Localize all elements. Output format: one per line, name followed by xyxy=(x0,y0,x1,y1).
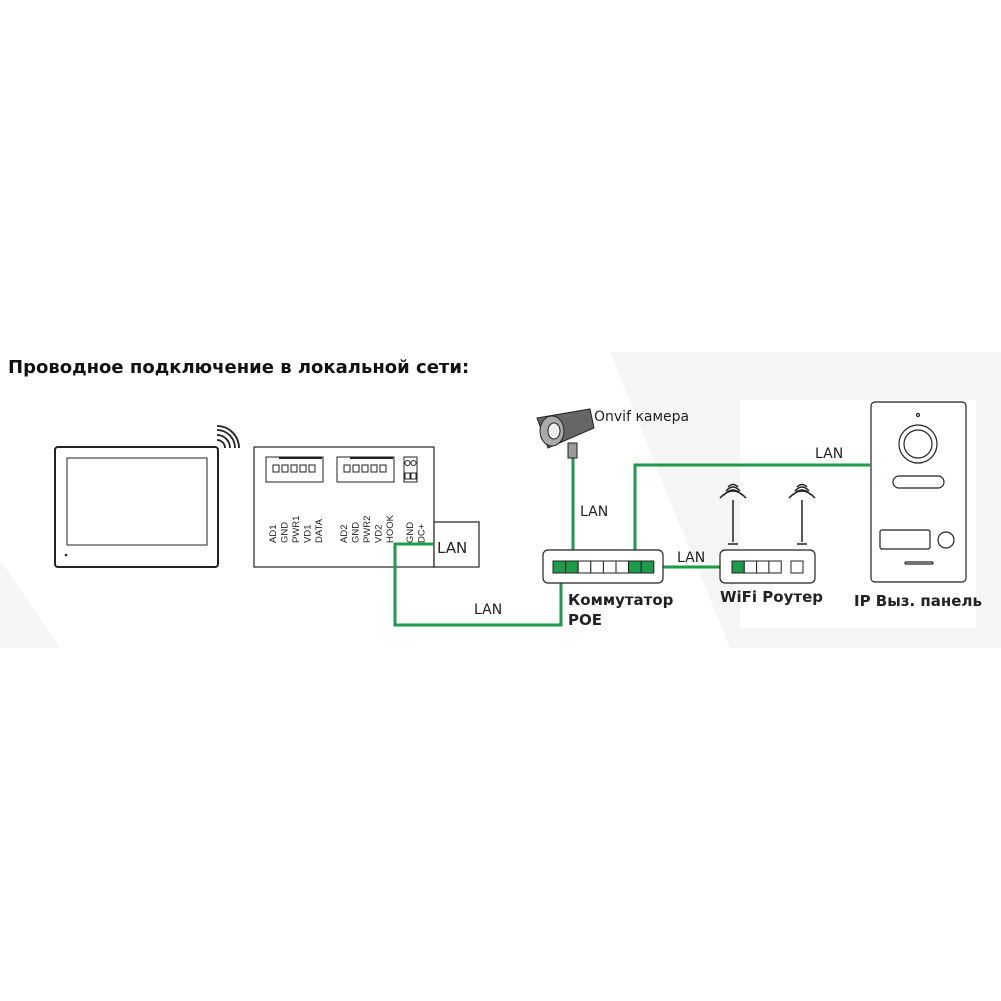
router-antennas xyxy=(719,483,816,545)
switch-port xyxy=(552,560,567,574)
cable-switch-panel xyxy=(633,463,870,567)
pin-label: PWR2 xyxy=(362,516,373,543)
pin-label: VD2 xyxy=(374,525,385,543)
switch-port xyxy=(577,560,592,574)
pin-square xyxy=(361,464,369,473)
switch-port xyxy=(590,560,604,574)
pin-square xyxy=(308,464,316,473)
pin-label: PWR1 xyxy=(291,516,302,543)
camera-label: Onvif камера xyxy=(594,409,689,425)
router-port xyxy=(756,560,770,574)
pin-label: AD1 xyxy=(268,525,279,543)
camera-icon xyxy=(536,408,595,459)
switch-port xyxy=(628,560,642,574)
panel-label: IP Выз. панель xyxy=(854,592,982,610)
wifi-icon xyxy=(216,425,240,449)
pin-square xyxy=(343,464,351,473)
pin-label: DATA xyxy=(314,518,325,543)
switch-port xyxy=(565,560,579,574)
pin-square xyxy=(379,464,387,473)
pin-label: VD1 xyxy=(303,525,314,543)
router-port xyxy=(768,560,782,574)
router-port xyxy=(743,560,758,574)
indoor-monitor xyxy=(54,446,219,568)
page-title: Проводное подключение в локальной сети: xyxy=(8,357,469,378)
lan-port: LAN xyxy=(433,521,480,568)
switch-label: Коммутатор xyxy=(568,591,674,609)
pin-square xyxy=(272,464,280,473)
pin-square xyxy=(352,464,360,473)
pin-label: DC+ xyxy=(417,523,428,543)
pin-square xyxy=(299,464,307,473)
connector-pins xyxy=(272,464,387,473)
router-wan-port xyxy=(790,560,804,574)
switch-port xyxy=(615,560,630,574)
monitor-back-panel xyxy=(253,446,435,568)
switch-port xyxy=(602,560,617,574)
pin-label: GND xyxy=(280,522,291,543)
switch-label-2: POE xyxy=(568,611,602,629)
pin-label: AD2 xyxy=(339,525,350,543)
lan-cables xyxy=(393,458,870,627)
switch-ports xyxy=(552,560,655,574)
pin-square xyxy=(281,464,289,473)
pin-label: GND xyxy=(351,522,362,543)
cable-monitor-switch xyxy=(393,542,563,627)
cable-label: LAN xyxy=(580,504,608,520)
background-shape-left xyxy=(0,560,60,648)
lan-port-label: LAN xyxy=(437,539,467,557)
ip-call-panel xyxy=(870,401,967,583)
cable-label: LAN xyxy=(677,550,705,566)
router-label: WiFi Роутер xyxy=(720,588,823,606)
cable-label: LAN xyxy=(474,602,502,618)
pin-label: GND xyxy=(405,522,416,543)
pin-square xyxy=(290,464,298,473)
switch-port xyxy=(640,560,655,574)
pin-label: HOOK xyxy=(385,514,396,543)
cable-label: LAN xyxy=(815,446,843,462)
pin-square xyxy=(370,464,378,473)
router-ports xyxy=(731,560,782,574)
router-port xyxy=(731,560,745,574)
